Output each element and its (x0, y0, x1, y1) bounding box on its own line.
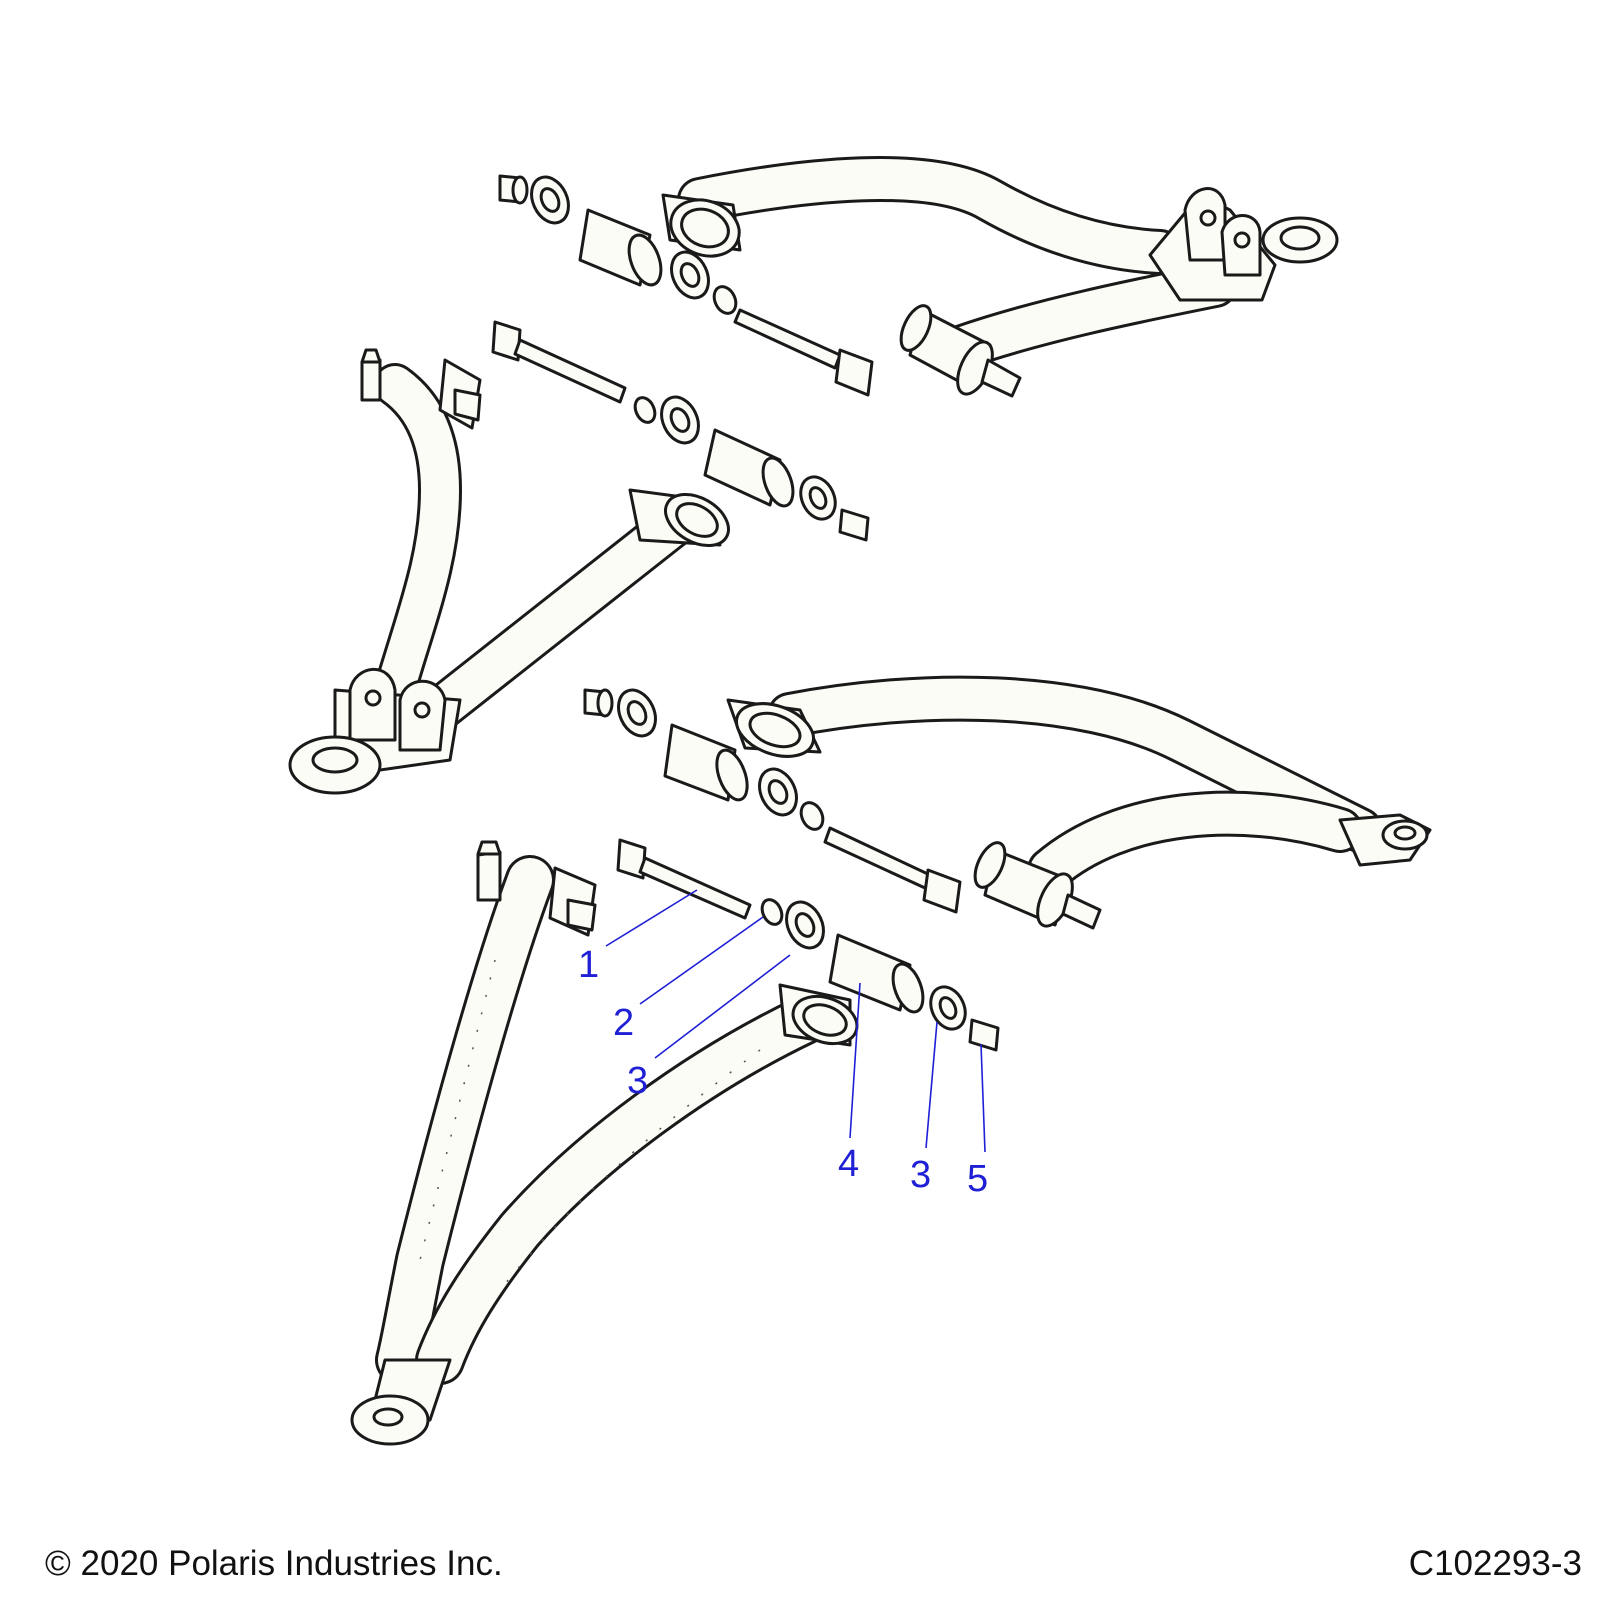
upper-right-hardware (498, 174, 874, 397)
callout-4: 4 (838, 1143, 860, 1185)
upper-bolt (491, 320, 870, 542)
bolt-head (616, 838, 647, 880)
lower-right-a-arm (726, 675, 1432, 930)
callout-3b: 3 (910, 1154, 932, 1196)
nut (968, 1018, 1000, 1052)
bushing (828, 933, 912, 1012)
upper-right-a-arm (661, 156, 1339, 398)
callout-3a: 3 (627, 1060, 649, 1102)
lower-right-hardware (583, 688, 962, 914)
washer-small (760, 898, 784, 926)
callout-hardware (616, 838, 1000, 1052)
figure-id: C102293-3 (1408, 1544, 1582, 1583)
bolt-shank (638, 856, 752, 920)
lower-left-a-arm (350, 840, 859, 1446)
copyright-text: © 2020 Polaris Industries Inc. (45, 1544, 503, 1583)
callout-1: 1 (578, 944, 600, 986)
upper-left-a-arm (288, 348, 730, 795)
callout-2: 2 (613, 1002, 635, 1044)
callout-5: 5 (967, 1158, 989, 1200)
callout-leaders (605, 889, 986, 1153)
